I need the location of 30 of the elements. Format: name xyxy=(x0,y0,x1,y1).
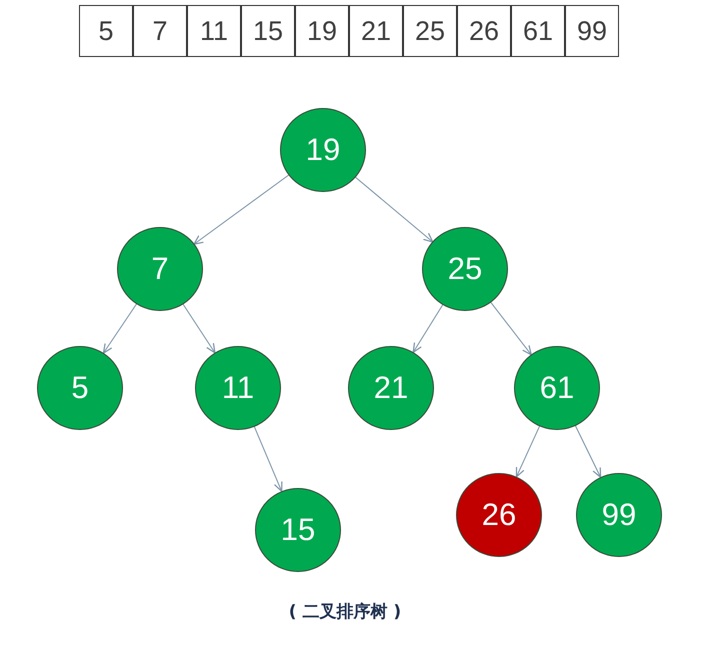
table-cell: 21 xyxy=(349,5,403,57)
arrow xyxy=(574,425,602,478)
tree-node-circle: 25 xyxy=(422,227,508,311)
table-cell: 15 xyxy=(241,5,295,57)
table-cell: 26 xyxy=(457,5,511,57)
arrow xyxy=(412,304,444,353)
arrow xyxy=(490,302,532,356)
table-cell: 5 xyxy=(79,5,133,57)
table-cell: 7 xyxy=(133,5,187,57)
table-cell: 25 xyxy=(403,5,457,57)
arrow xyxy=(354,176,434,243)
caption: ( 二叉排序树 ) xyxy=(288,602,402,622)
tree-node-circle: 11 xyxy=(195,346,281,430)
tree-node-circle: 61 xyxy=(514,346,600,430)
arrow xyxy=(193,174,290,245)
tree-node-circle: 5 xyxy=(37,346,123,430)
tree-node-circle: 26 xyxy=(456,473,542,557)
tree-node-circle: 19 xyxy=(280,108,366,192)
table-cell: 99 xyxy=(565,5,619,57)
arrow xyxy=(102,303,138,354)
table-cell: 11 xyxy=(187,5,241,57)
arrow xyxy=(254,426,282,492)
table-cell: 19 xyxy=(295,5,349,57)
tree-node-circle: 15 xyxy=(255,488,341,572)
arrow xyxy=(516,426,540,478)
table-cell: 61 xyxy=(511,5,565,57)
tree-node-circle: 99 xyxy=(576,473,662,557)
tree-node-circle: 7 xyxy=(117,227,203,311)
tree-node-circle: 21 xyxy=(348,346,434,430)
arrow xyxy=(182,304,216,354)
